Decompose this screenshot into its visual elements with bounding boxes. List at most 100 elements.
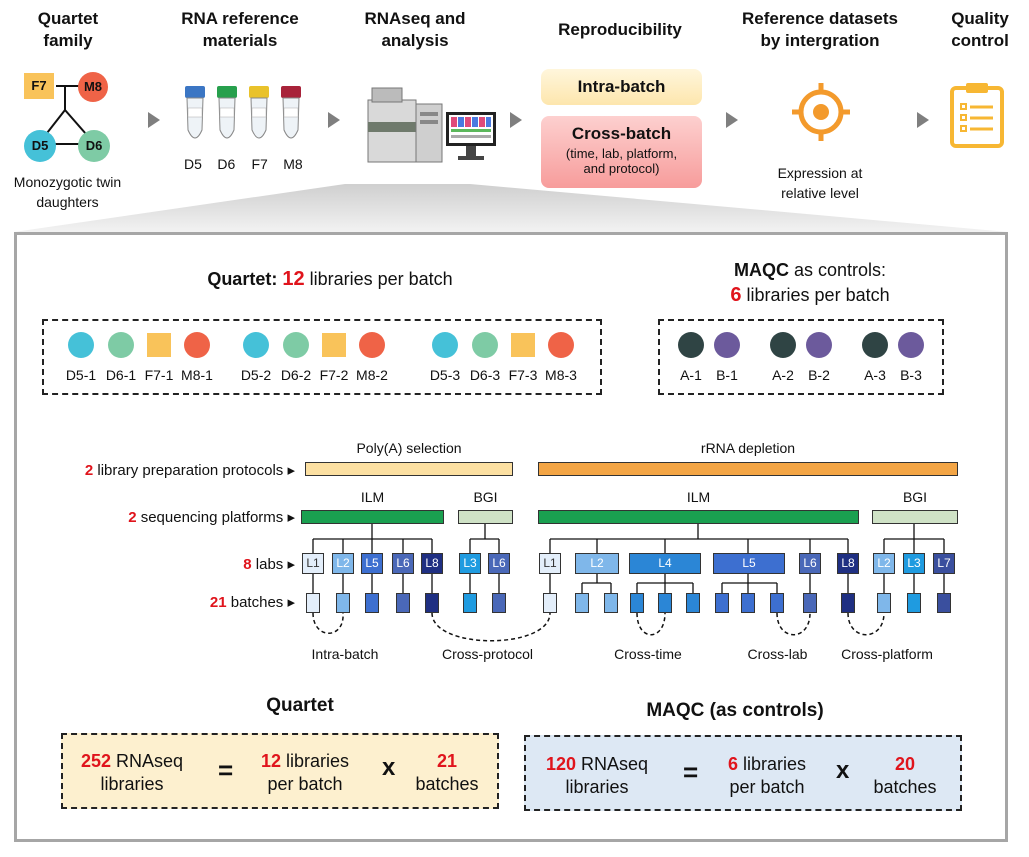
quartet-sample-label: D6-2 <box>280 367 312 383</box>
quartet-sample-label: F7-2 <box>319 367 349 383</box>
row-label-protocols: 2 library preparation protocols ▸ <box>84 462 295 479</box>
batch-box <box>877 593 891 613</box>
lab-box-l1: L1 <box>539 553 561 574</box>
batch-box <box>306 593 320 613</box>
platform-label: BGI <box>902 489 928 505</box>
maqc-sample-marker-a <box>678 332 704 358</box>
quartet-batch-title: Quartet: 12 libraries per batch <box>207 268 453 290</box>
maqc-sample-label: A-2 <box>772 367 794 383</box>
batch-box <box>463 593 477 613</box>
cross-batch-title: Cross-batch <box>571 124 672 143</box>
lab-box-l2: L2 <box>873 553 895 574</box>
platform-label: ILM <box>360 489 385 505</box>
tube-label: D5 <box>184 156 202 172</box>
lab-box-l3: L3 <box>903 553 925 574</box>
lab-box-l2: L2 <box>332 553 354 574</box>
maqc-samples-box <box>658 319 944 395</box>
platform-label: BGI <box>473 489 498 505</box>
quartet-sample-label: M8-1 <box>181 367 213 383</box>
lab-box-l1: L1 <box>302 553 324 574</box>
sequencer-computer-icon <box>367 87 496 163</box>
summary-quartet-box <box>61 733 499 809</box>
step-title-reproducibility: Reproducibility <box>558 20 682 39</box>
comparison-label-cross-protocol: Cross-protocol <box>441 646 534 662</box>
summary-quartet-total: 252 RNAseq libraries <box>80 751 184 794</box>
batch-box <box>630 593 644 613</box>
batch-box <box>575 593 589 613</box>
tube-labels: D5 D6 F7 M8 <box>178 156 308 172</box>
times-sign: x <box>382 754 396 781</box>
batch-box <box>604 593 618 613</box>
clipboard-icon <box>950 83 1004 148</box>
flow-arrow-icon <box>726 112 738 128</box>
equals-sign: = <box>218 755 234 785</box>
quartet-sample-marker-d6 <box>108 332 134 358</box>
lab-box-l7: L7 <box>933 553 955 574</box>
quartet-sample-label: D5-2 <box>240 367 272 383</box>
quartet-sample-marker-f7 <box>147 333 171 357</box>
maqc-sample-label: B-3 <box>900 367 922 383</box>
maqc-sample-marker-b <box>714 332 740 358</box>
batch-box <box>396 593 410 613</box>
maqc-sample-label: A-3 <box>864 367 886 383</box>
quartet-sample-label: F7-3 <box>508 367 538 383</box>
lab-box-l6: L6 <box>799 553 821 574</box>
quartet-sample-label: M8-2 <box>356 367 388 383</box>
summary-maqc-total: 120 RNAseq libraries <box>545 754 649 797</box>
batch-box <box>937 593 951 613</box>
batch-box <box>907 593 921 613</box>
family-member-m8: M8 <box>78 72 108 102</box>
maqc-batch-title: MAQC as controls: 6 libraries per batch <box>730 260 890 306</box>
rna-tubes-icon <box>185 86 301 139</box>
lab-box-l5: L5 <box>361 553 383 574</box>
batch-box <box>841 593 855 613</box>
batch-box <box>492 593 506 613</box>
lab-box-l4: L4 <box>629 553 701 574</box>
cross-batch-detail: (time, lab, platform, <box>565 146 678 161</box>
batch-box <box>715 593 729 613</box>
quartet-sample-label: D6-3 <box>469 367 501 383</box>
quartet-sample-marker-d5 <box>68 332 94 358</box>
platform-bar-ilm <box>538 510 859 524</box>
protocol-label-rrna: rRNA depletion <box>700 440 796 456</box>
quartet-sample-marker-f7 <box>511 333 535 357</box>
intra-batch-box: Intra-batch <box>541 69 702 105</box>
comparison-label-cross-platform: Cross-platform <box>841 646 933 662</box>
row-label-labs: 8 labs ▸ <box>243 556 295 573</box>
protocol-bar-rrna <box>538 462 958 476</box>
maqc-sample-marker-b <box>898 332 924 358</box>
batch-box <box>686 593 700 613</box>
batch-box <box>336 593 350 613</box>
lab-box-l8: L8 <box>421 553 443 574</box>
family-member-d5: D5 <box>24 130 56 162</box>
target-icon <box>792 83 850 141</box>
flow-arrow-icon <box>148 112 160 128</box>
row-label-platforms: 2 sequencing platforms ▸ <box>128 509 295 526</box>
tube-label: F7 <box>251 156 268 172</box>
protocol-label-polya: Poly(A) selection <box>356 440 462 456</box>
quartet-sample-marker-m8 <box>548 332 574 358</box>
lab-box-l2: L2 <box>575 553 619 574</box>
platform-label: ILM <box>686 489 711 505</box>
flow-arrow-icon <box>510 112 522 128</box>
batch-box <box>770 593 784 613</box>
quartet-sample-label: F7-1 <box>144 367 174 383</box>
tube-label: M8 <box>283 156 303 172</box>
quartet-sample-marker-d5 <box>432 332 458 358</box>
batch-box <box>741 593 755 613</box>
quartet-sample-label: D5-1 <box>65 367 97 383</box>
batch-box <box>803 593 817 613</box>
quartet-sample-marker-d5 <box>243 332 269 358</box>
family-member-d6: D6 <box>78 130 110 162</box>
quartet-sample-label: M8-3 <box>545 367 577 383</box>
flow-arrow-icon <box>917 112 929 128</box>
quartet-sample-marker-d6 <box>283 332 309 358</box>
quartet-sample-marker-m8 <box>184 332 210 358</box>
flow-arrow-icon <box>328 112 340 128</box>
